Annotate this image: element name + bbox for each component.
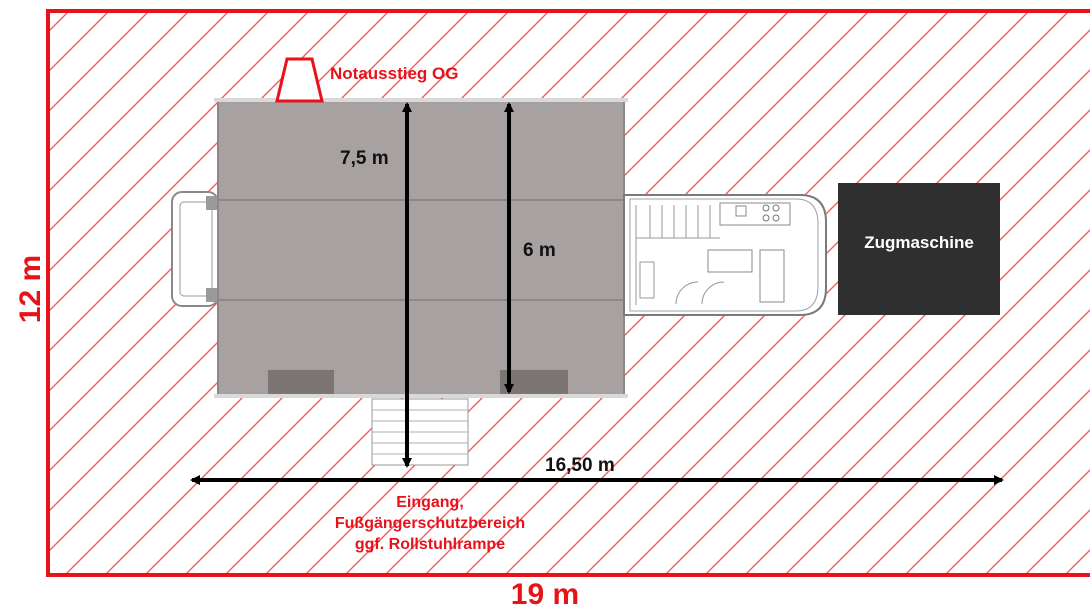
tractor-unit: [838, 183, 1000, 315]
hatch-line: [1024, 509, 1090, 575]
emergency-exit-label: Notausstieg OG: [330, 64, 459, 83]
hatch-line: [784, 269, 1090, 575]
hatch-line: [864, 349, 1090, 575]
site-width-label: 19 m: [510, 578, 580, 611]
total-depth-label: 7,5 m: [340, 148, 389, 169]
tractor-label: Zugmaschine: [864, 233, 974, 252]
hatch-line: [824, 309, 1090, 575]
entrance-line: Eingang,: [396, 494, 464, 511]
trailer-body: [214, 98, 628, 398]
entrance-line: Fußgängerschutzbereich: [334, 515, 526, 532]
hatch-line: [904, 389, 1090, 575]
trailer-depth-label: 6 m: [523, 240, 556, 261]
hatch-line: [48, 11, 150, 113]
hatch-line: [1060, 0, 1090, 614]
hatch-line: [984, 469, 1090, 575]
entrance-line: ggf. Rollstuhlrampe: [354, 536, 506, 553]
hatch-line: [744, 229, 1090, 575]
hatch-line: [944, 429, 1090, 575]
entrance-steps: [371, 398, 469, 466]
hatch-line: [48, 11, 230, 193]
hatch-line: [48, 11, 270, 233]
site-height-label: 12 m: [14, 254, 47, 324]
cab-module: [623, 194, 827, 316]
entrance-note: Eingang, Fußgängerschutzbereich ggf. Rol…: [250, 492, 610, 555]
hatch-line: [48, 11, 190, 153]
hatch-line: [48, 11, 310, 273]
site-boundary: [46, 9, 1090, 577]
rear-hitch: [171, 191, 219, 307]
hatch-line: [1064, 549, 1090, 575]
vehicle-length-label: 16,50 m: [545, 455, 615, 476]
emergency-exit-icon: [275, 57, 324, 103]
